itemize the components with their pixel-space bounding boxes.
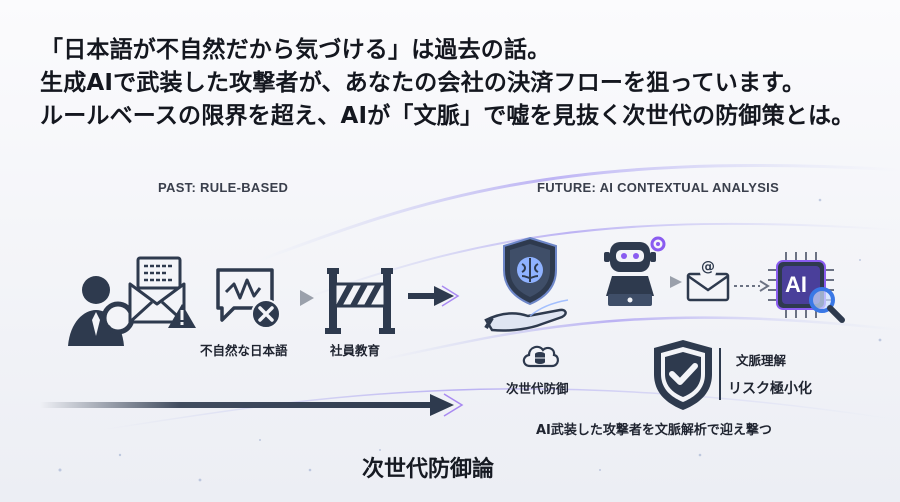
headline-line-2: 生成AIで武装した攻撃者が、あなたの会社の決済フローを狙っています。	[40, 70, 806, 96]
caption-counter-ai-attackers: AI武装した攻撃者を文脈解析で迎え撃つ	[536, 423, 772, 438]
broken-text-icon	[216, 268, 281, 329]
robot-hand-icon	[484, 299, 569, 332]
barrier-icon	[325, 268, 395, 334]
caption-risk-minimization: リスク極小化	[728, 381, 812, 397]
past-section-label: PAST: RULE-BASED	[158, 180, 289, 195]
arrow-icon	[40, 393, 464, 417]
caption-context-understanding: 文脈理解	[736, 353, 787, 368]
bottom-title: 次世代防御論	[362, 457, 495, 482]
arrow-icon	[734, 280, 770, 292]
caption-unnatural-japanese: 不自然な日本語	[200, 343, 288, 358]
caption-employee-training: 社員教育	[330, 343, 381, 358]
arrow-icon	[300, 290, 314, 306]
headline-line-1: 「日本語が不自然だから気づける」は過去の話。	[40, 37, 551, 63]
envelope-icon	[686, 264, 730, 302]
bracket-divider	[719, 348, 721, 400]
warning-envelope-icon	[128, 256, 196, 328]
caption-next-generation-defense: 次世代防御	[506, 381, 569, 396]
magnifier-icon	[809, 287, 845, 323]
shield-check-icon	[654, 340, 712, 410]
headline: 「日本語が不自然だから気づける」は過去の話。 生成AIで武装した攻撃者が、あなた…	[40, 34, 880, 133]
email-at-symbol: @	[701, 259, 715, 275]
headline-line-3: ルールベースの限界を超え、AIが「文脈」で嘘を見抜く次世代の防御策とは。	[40, 103, 855, 129]
ai-chip-label: AI	[785, 272, 807, 297]
arrow-icon	[408, 285, 460, 307]
shield-brain-icon	[503, 236, 557, 306]
cloud-database-icon	[522, 345, 559, 368]
future-section-label: FUTURE: AI CONTEXTUAL ANALYSIS	[537, 180, 780, 195]
robot-laptop-icon	[604, 236, 666, 306]
arrow-icon	[670, 276, 682, 288]
